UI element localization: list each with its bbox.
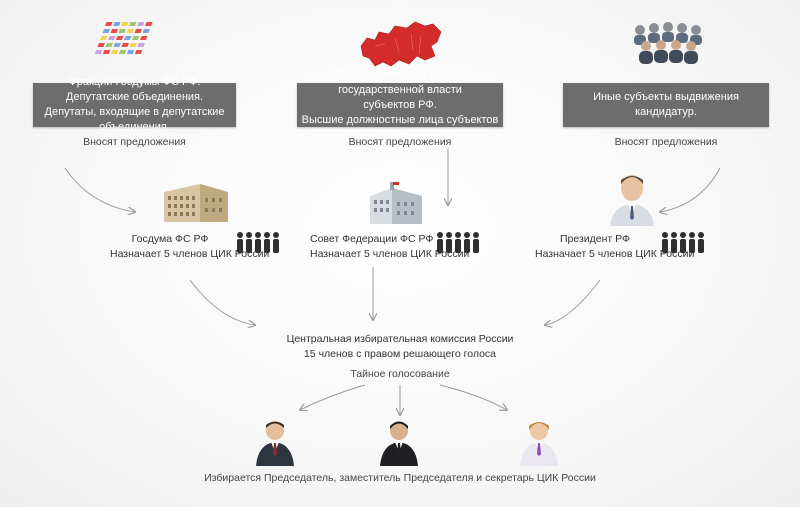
propose-label-center: Вносят предложения <box>348 136 452 148</box>
council-subtitle: Назначает 5 членов ЦИК России <box>310 248 470 260</box>
arrow-right-to-president <box>660 167 721 212</box>
arrow-duma-to-cec <box>189 279 255 325</box>
council-node: Совет Федерации ФС РФ Назначает 5 членов… <box>310 232 470 262</box>
factions-line-3: Депутаты, входящие в депутатские объедин… <box>44 106 225 133</box>
duma-node: Госдума ФС РФ Назначает 5 членов ЦИК Рос… <box>110 232 270 262</box>
propose-label-right: Вносят предложения <box>614 136 718 148</box>
cec-title: Центральная избирательная комиссия Росси… <box>286 333 514 345</box>
parliament-seats-icon <box>88 18 160 66</box>
arrow-left-to-duma <box>64 167 135 212</box>
duma-subtitle: Назначает 5 членов ЦИК России <box>110 248 270 260</box>
factions-line-2: Депутатские объединения. <box>65 91 204 103</box>
arrow-vote-right <box>439 384 507 410</box>
duma-building-icon <box>160 178 232 226</box>
five-members-icon-president <box>661 231 705 260</box>
president-node: Президент РФ Назначает 5 членов ЦИК Росс… <box>535 232 695 262</box>
secretary-portrait-icon <box>518 418 560 466</box>
regional-line-3: Высшие должностные лица субъектов РФ. <box>301 113 499 141</box>
federation-council-building-icon <box>362 180 434 226</box>
russia-map-icon <box>355 16 445 72</box>
regional-bodies-box: Законодательные органы государственной в… <box>297 69 503 141</box>
factions-line-1: Фракции Госдумы ФС РФ. <box>68 76 201 88</box>
deputy-chairman-portrait-icon <box>378 418 420 466</box>
regional-line-1: Законодательные органы государственной в… <box>334 68 466 96</box>
president-title: Президент РФ <box>559 233 631 245</box>
crowd-icon <box>628 18 710 68</box>
elected-officials-label: Избирается Председатель, заместитель Пре… <box>204 472 596 484</box>
arrow-vote-left <box>300 384 366 410</box>
president-portrait-icon <box>606 170 658 226</box>
propose-label-left: Вносят предложения <box>83 136 186 148</box>
cec-subtitle: 15 членов с правом решающего голоса <box>303 348 497 360</box>
council-title: Совет Федерации ФС РФ <box>310 233 434 245</box>
chairman-portrait-icon <box>254 418 296 466</box>
other-subjects-box: Иные субъекты выдвижения кандидатур. <box>563 83 769 127</box>
arrow-president-to-cec <box>545 279 601 325</box>
five-members-icon-duma <box>236 231 280 260</box>
secret-vote-label: Тайное голосование <box>350 368 450 380</box>
five-members-icon-council <box>436 231 480 260</box>
duma-title: Госдума ФС РФ <box>131 233 209 245</box>
cec-node: Центральная избирательная комиссия Росси… <box>260 332 540 362</box>
regional-line-2: субъектов РФ. <box>363 98 437 111</box>
factions-box: Фракции Госдумы ФС РФ. Депутатские объед… <box>33 76 236 133</box>
other-line-1: Иные субъекты выдвижения кандидатур. <box>593 91 739 118</box>
president-subtitle: Назначает 5 членов ЦИК России <box>535 248 695 260</box>
